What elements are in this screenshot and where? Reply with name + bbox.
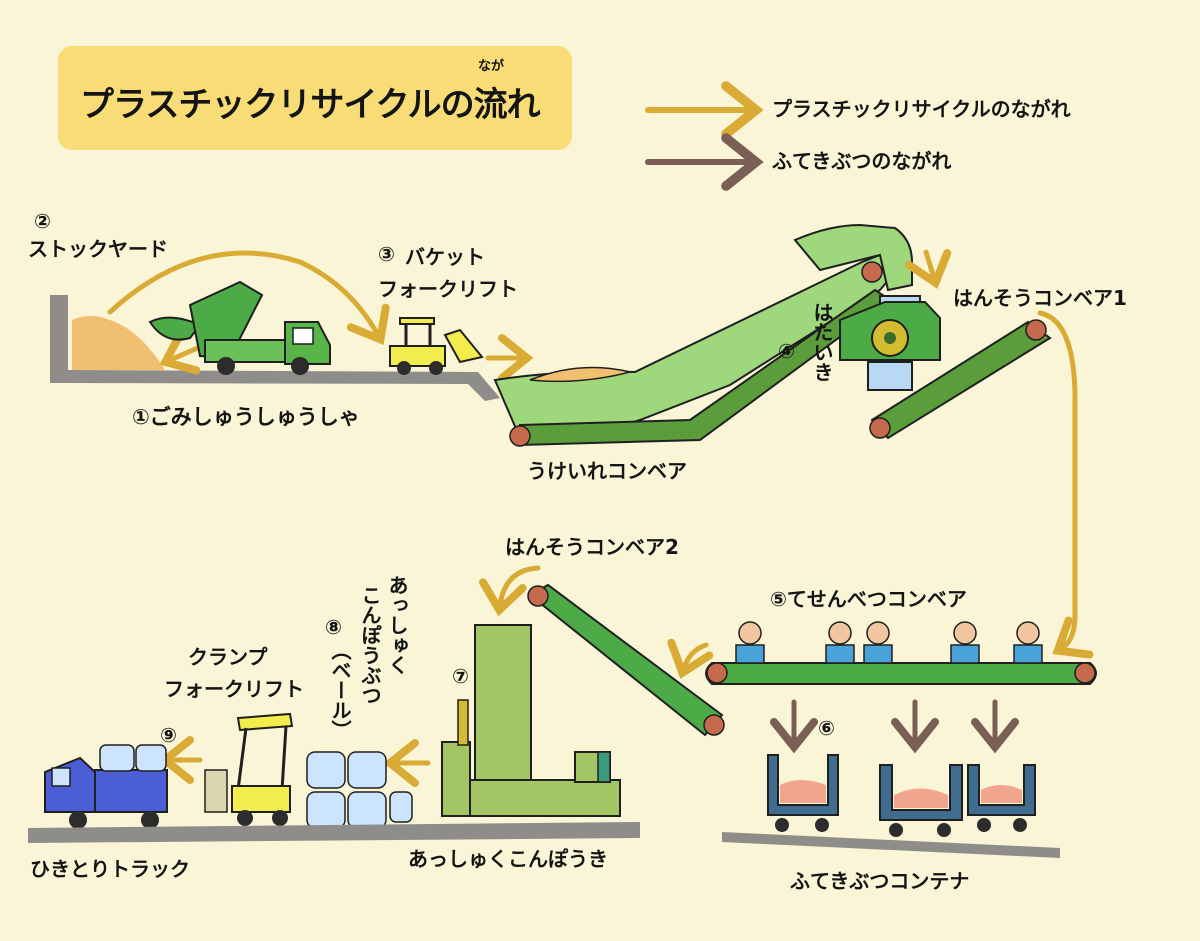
transfer-conveyor-1-label: はんそうコンベア1 (953, 286, 1127, 310)
flow-arrow-truck-to-pile (159, 329, 203, 375)
pickup-truck-label: ひきとりトラック (30, 857, 190, 881)
flow-arrow-sorting-out (667, 638, 714, 679)
bale-label-3: （ベール） (328, 640, 352, 740)
legend-waste-label: ふてきぶつのながれ (772, 149, 952, 173)
clamp-forklift-label-2: フォークリフト (164, 677, 304, 701)
garbage-truck-label: ①ごみしゅうしゅうしゃ (132, 405, 360, 429)
container-label: ふてきぶつコンテナ (790, 869, 970, 893)
sorting-conveyor-icon (705, 621, 1097, 685)
breaker-label: はたいき (810, 302, 834, 382)
ground-right (722, 832, 1060, 858)
flow-arrow-to-sorting (1037, 310, 1094, 659)
worker-icon (735, 621, 765, 664)
bales-icon (306, 751, 413, 829)
worker-icon (825, 621, 855, 664)
bucket-forklift-label-1: バケット (405, 245, 485, 269)
title-box (58, 46, 572, 150)
clamp-forklift-icon (204, 712, 294, 826)
stockyard-number: ② (34, 209, 51, 233)
title-ruby: なが (478, 59, 505, 74)
garbage-truck-icon (148, 280, 331, 375)
transfer-conveyor-2-label: はんそうコンベア2 (505, 535, 679, 559)
flow-arrow-to-press (479, 565, 541, 617)
receiving-conveyor-label: うけいれコンベア (527, 459, 687, 483)
receiving-conveyor-icon (493, 223, 913, 447)
clamp-forklift-label-1: クランプ (188, 645, 268, 669)
worker-icon (863, 621, 893, 664)
container-number: ⑥ (818, 716, 835, 740)
stockyard-label: ストックヤード (28, 237, 168, 261)
flow-arrow-down-to-breaker (905, 249, 952, 289)
bucket-forklift-label-2: フォークリフト (378, 277, 518, 301)
residue-container-icon (879, 764, 963, 837)
bucket-forklift-icon (389, 317, 484, 375)
flow-arrow-stockyard (107, 250, 390, 345)
bale-number: ⑧ (325, 615, 342, 639)
ground-top (50, 295, 500, 401)
worker-icon (1013, 621, 1043, 664)
bale-label-1: あっしゅく (385, 575, 409, 675)
bucket-forklift-number: ③ (378, 242, 395, 266)
breaker-number: ④ (778, 339, 795, 363)
ground-bottom (28, 822, 640, 843)
bag-breaker-icon (839, 295, 941, 391)
sorting-conveyor-label: ⑤てせんべつコンベア (770, 587, 967, 611)
press-number: ⑦ (452, 664, 469, 688)
worker-icon (950, 621, 980, 664)
transfer-conveyor-1-icon (869, 319, 1052, 440)
page-title: プラスチックリサイクルの流れ (80, 85, 541, 125)
residue-container-icon (767, 754, 839, 832)
press-label: あっしゅくこんぽうき (408, 847, 608, 871)
transfer-conveyor-2-icon (527, 583, 725, 737)
pickup-number: ⑨ (160, 723, 177, 747)
bale-label-2: こんぽうぶつ (358, 585, 382, 705)
pickup-truck-icon (44, 744, 168, 829)
legend-recycle-label: プラスチックリサイクルのながれ (772, 97, 1071, 121)
residue-container-icon (967, 764, 1036, 832)
stockyard-pile (72, 316, 165, 370)
baling-press-icon (441, 624, 621, 817)
